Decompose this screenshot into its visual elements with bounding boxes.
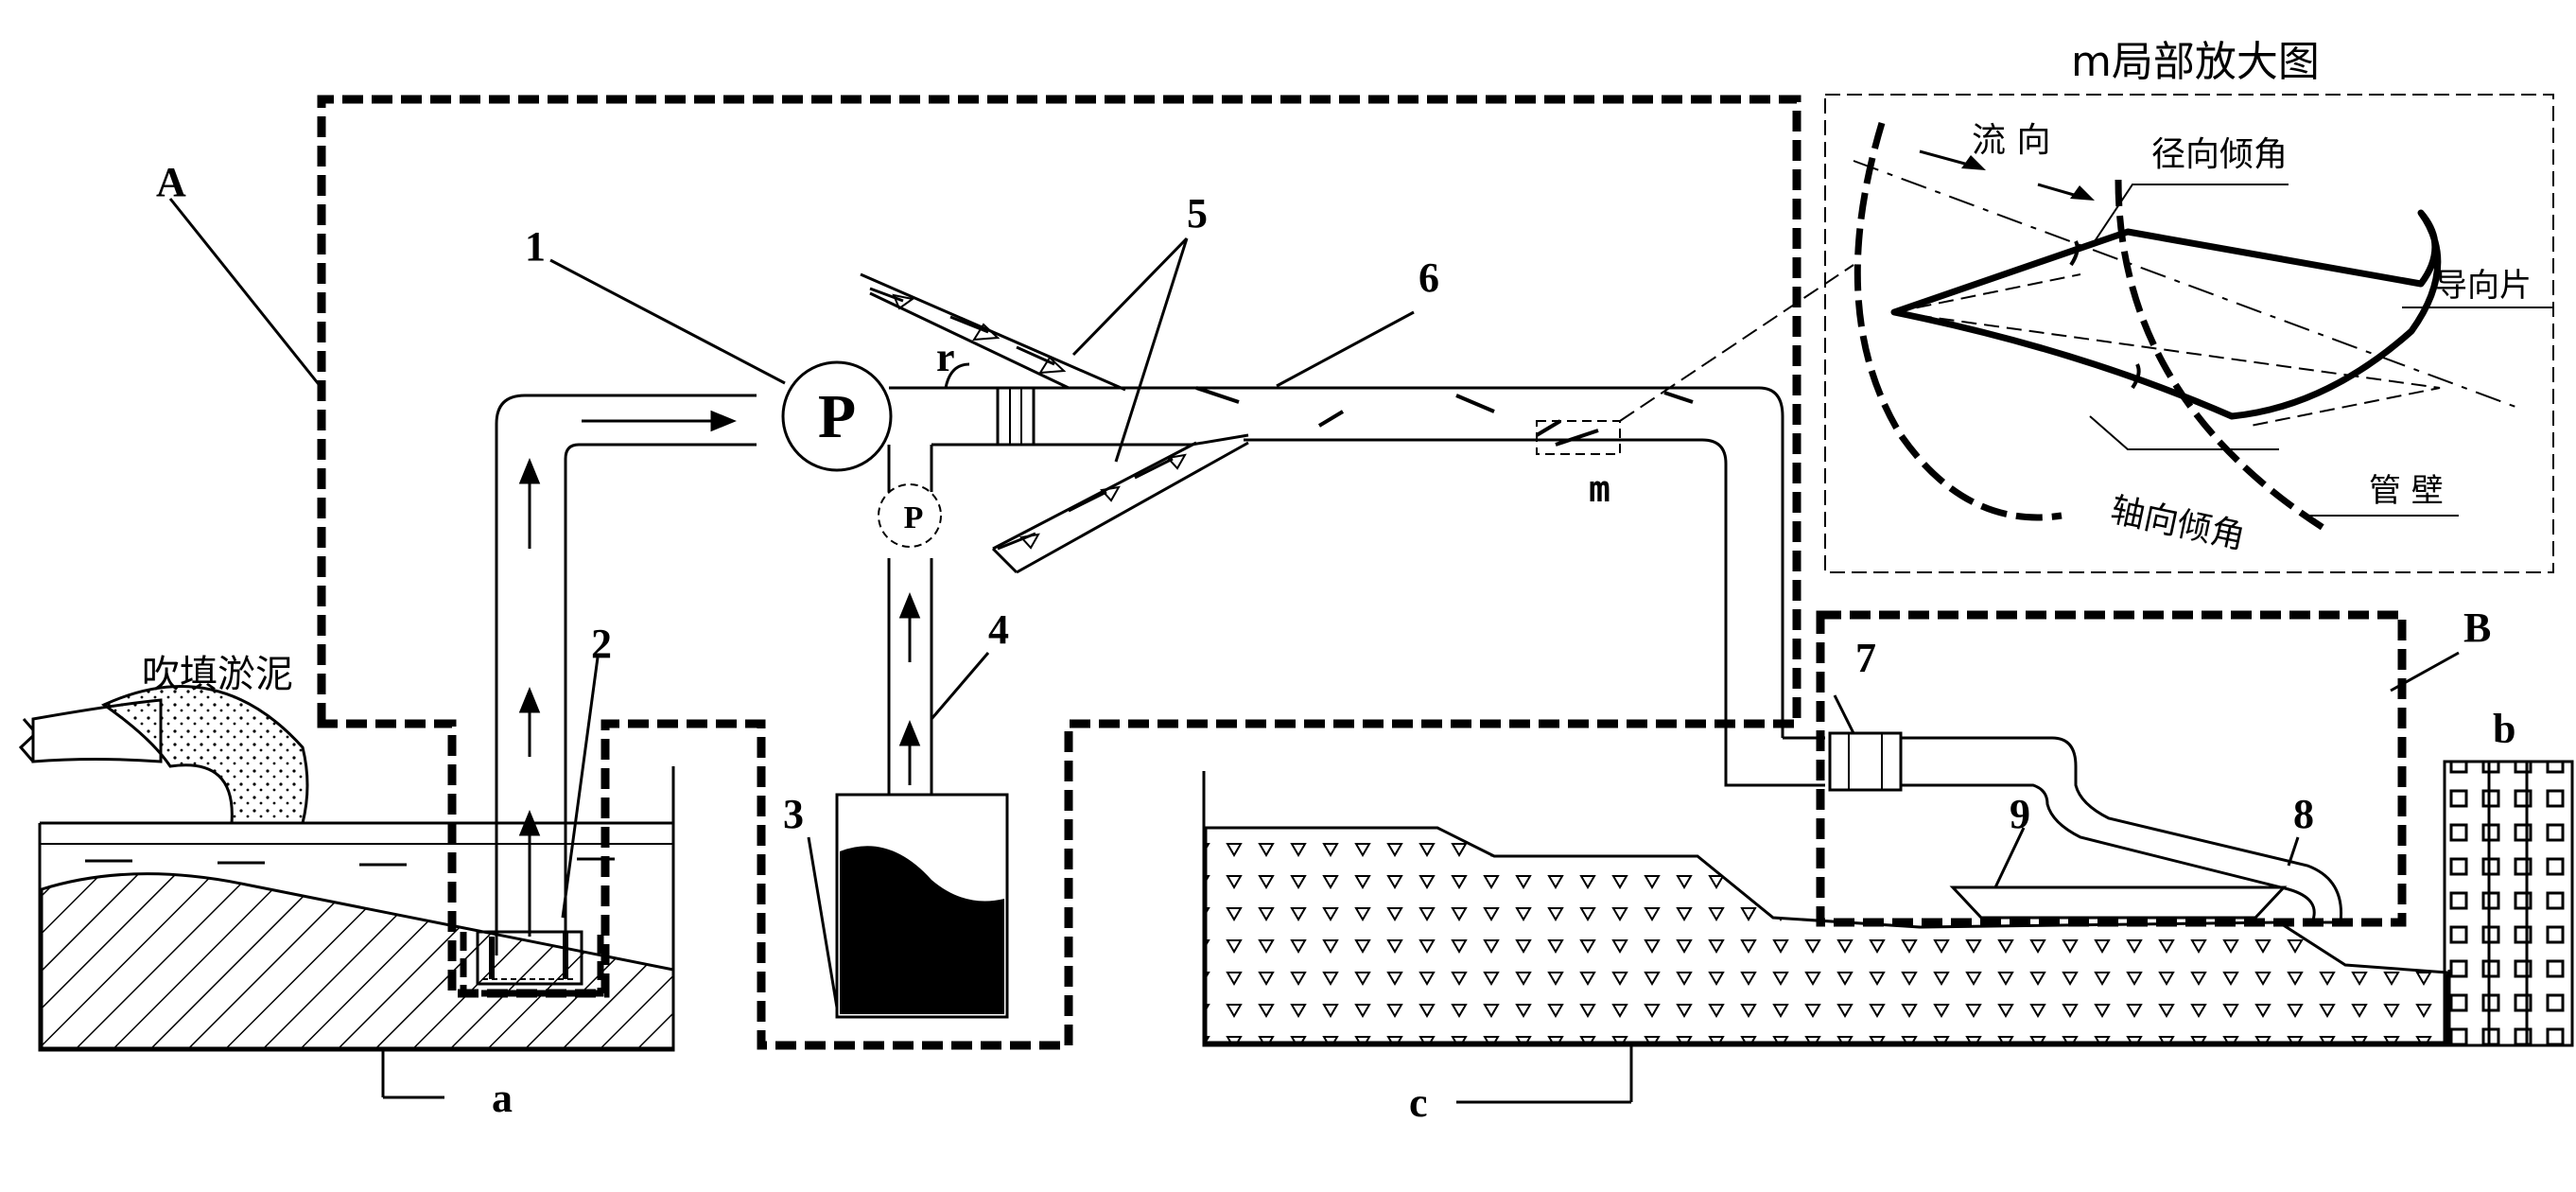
label-m: m <box>1589 468 1610 510</box>
guide-vanes <box>1195 386 1694 437</box>
flange-r <box>996 386 1036 447</box>
dredge-label: 吹填淤泥 <box>142 653 293 696</box>
inset-title: m局部放大图 <box>2071 38 2320 86</box>
label-c: c <box>1409 1079 1428 1126</box>
label-A: A <box>156 159 186 205</box>
label-a: a <box>492 1075 513 1121</box>
inset-guide-vane: 导向片 <box>2435 267 2532 305</box>
pipe-system <box>495 386 2343 955</box>
magnifier-m <box>1536 264 1854 455</box>
label-9: 9 <box>2010 791 2030 837</box>
inset-axial-angle: 轴向倾角 <box>2107 491 2248 557</box>
boundary-a <box>317 95 1801 1050</box>
label-6: 6 <box>1419 254 1439 301</box>
label-b: b <box>2493 706 2515 752</box>
label-r: r <box>936 334 955 380</box>
coupling <box>1828 731 1903 792</box>
label-1: 1 <box>525 223 546 270</box>
leader-lines <box>168 198 2460 1008</box>
inset-radial-angle: 径向倾角 <box>2151 135 2288 174</box>
main-pump-label: P <box>818 382 856 451</box>
inset-detail: m局部放大图 流 向 径向倾角 导向片 轴向倾角 管 壁 <box>1824 38 2554 573</box>
main-pump: P <box>781 360 893 472</box>
injection-nozzle-lower <box>991 441 1249 574</box>
pond-a <box>38 766 675 1099</box>
booster-pump: P <box>878 483 942 548</box>
suction-head <box>460 930 604 997</box>
flow-arrows <box>518 410 921 937</box>
part-labels: A B a b c 1 2 3 4 5 6 7 8 9 r m <box>156 159 2515 1126</box>
label-7: 7 <box>1855 635 1876 681</box>
inset-flow-direction: 流 向 <box>1972 121 2050 160</box>
booster-pump-label: P <box>904 500 924 535</box>
label-B: B <box>2463 605 2491 651</box>
label-2: 2 <box>591 621 612 667</box>
distribution-tray <box>1949 885 2288 920</box>
label-4: 4 <box>988 606 1009 653</box>
inset-pipe-wall: 管 壁 <box>2369 472 2444 510</box>
label-5: 5 <box>1187 190 1208 237</box>
injection-nozzle-upper <box>860 272 1126 392</box>
boundary-b <box>1816 610 2407 927</box>
label-8: 8 <box>2293 791 2314 837</box>
retaining-wall-b <box>2443 760 2574 1047</box>
dredge-outfall: 吹填淤泥 <box>18 653 309 825</box>
fill-ground-c <box>1202 771 2451 1104</box>
label-3: 3 <box>783 791 804 837</box>
additive-tank <box>835 793 1009 1019</box>
